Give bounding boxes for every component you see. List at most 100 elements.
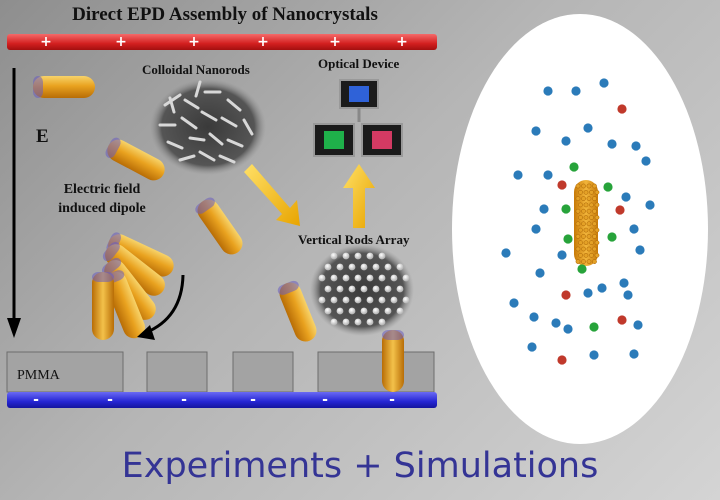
rod-bead [589,227,594,233]
rod-bead [592,183,597,189]
field-arrow [7,68,21,338]
array-rod-dot [366,318,374,326]
array-rod-dot [330,252,338,260]
minus-sign: - [107,392,113,408]
array-rod-dot [336,307,344,315]
blue-ion [583,123,593,133]
nanorod-tilted [195,197,243,255]
blue-ion [621,192,631,202]
rod-bead [575,246,581,252]
blue-ion [571,86,581,96]
blue-ion [539,204,549,214]
blue-ion [501,248,511,258]
array-rod-dot [336,263,344,271]
blue-ion [513,170,523,180]
rod-bead [583,202,589,208]
array-rod-dot [348,263,356,271]
plus-sign: + [396,34,408,50]
diagram-title: Direct EPD Assembly of Nanocrystals [72,4,378,25]
blue-ion [599,78,609,88]
rod-bead [586,208,592,214]
plus-sign: + [188,34,200,50]
array-rod-dot [354,274,362,282]
array-rod-dot [360,285,368,293]
blue-ion [583,288,593,298]
array-rod-dot [384,285,392,293]
rod-bead [581,246,586,252]
rod-bead [581,208,586,214]
pmma-block [146,351,208,393]
blue-ion [619,278,629,288]
blue-ion [635,245,645,255]
rod-bead [586,234,592,239]
rod-bead [575,234,581,239]
blue-ion [597,283,607,293]
plus-sign: + [257,34,269,50]
rod-bead [586,221,592,227]
rod-bead [581,234,586,239]
negative-electrode [7,392,437,408]
rod-bead [592,196,597,201]
pmma-block [6,351,124,393]
positive-electrode [7,34,437,50]
dipole-label: Electric field induced dipole [42,180,162,218]
rod-bead [583,215,589,220]
rod-bead [594,189,600,195]
rod-bead [575,208,581,214]
green-ion [607,232,617,242]
rod-bead [592,259,597,264]
array-rod-dot [390,274,398,282]
minus-sign: - [389,392,395,408]
blue-ion [631,141,641,151]
array-rod-dot [372,307,380,315]
colloidal-nanorods-image [150,79,266,175]
rod-bead [589,202,594,208]
rods-array-label: Vertical Rods Array [298,232,410,247]
array-rod-dot [384,307,392,315]
red-ion [615,205,625,215]
blue-ion [641,156,651,166]
rod-bead [586,259,592,264]
array-rod-dot [342,318,350,326]
rod-bead [583,227,589,233]
green-ion [589,322,599,332]
blue-ion [623,290,633,300]
rod-bead [583,189,589,195]
array-rod-dot [402,274,410,282]
blue-ion [531,224,541,234]
blue-ion [535,268,545,278]
dipole-label-line1: Electric field [63,182,141,197]
field-label: E [36,126,49,147]
rod-bead [592,208,597,214]
array-rod-dot [330,274,338,282]
rod-bead [575,196,581,201]
array-rod-dot [366,252,374,260]
deposited-nanorod [382,330,404,392]
rod-bead [575,183,581,189]
array-rod-dot [402,296,410,304]
array-rod-dot [378,252,386,260]
array-rod-dot [396,263,404,271]
pmma-block [232,351,294,393]
array-rod-dot [324,285,332,293]
blue-ion [557,250,567,260]
red-ion [617,104,627,114]
rod-bead [578,202,583,208]
rod-bead [594,252,600,258]
array-rod-dot [330,318,338,326]
plus-sign: + [40,34,52,50]
rod-bead [594,240,600,246]
blue-ion [531,126,541,136]
nanorod-tilted [277,280,317,342]
blue-ion [509,298,519,308]
rod-bead [578,215,583,220]
array-rod-dot [378,296,386,304]
array-rod-dot [324,307,332,315]
array-rod-dot [342,296,350,304]
pmma-block [317,351,435,393]
red-ion [617,315,627,325]
blue-ion [529,312,539,322]
plus-sign: + [115,34,127,50]
array-rod-dot [354,296,362,304]
dipole-label-line2: induced dipole [58,201,146,216]
